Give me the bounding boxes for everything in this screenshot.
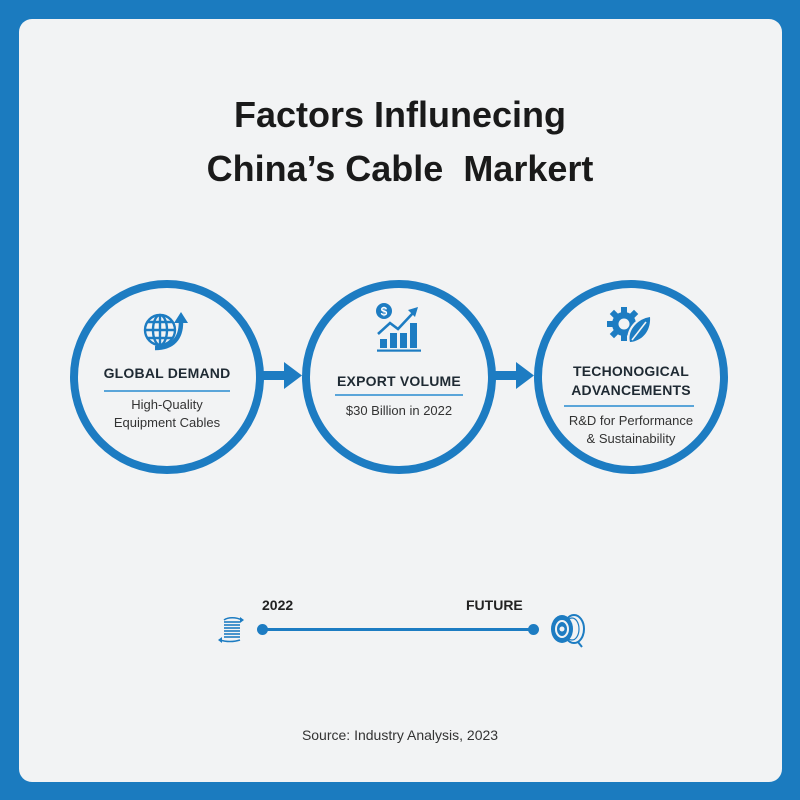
- factor-circle-technological-advancements: TECHONOGICAL ADVANCEMENTS R&D for Perfor…: [534, 280, 728, 474]
- cable-coil-icon: [218, 616, 244, 643]
- factor-subtitle-line-2: Equipment Cables: [113, 415, 221, 430]
- factor-subtitle-line-2: & Sustainability: [586, 431, 676, 446]
- title-line-1: Factors Influnecing: [233, 94, 567, 135]
- factor-heading-line-2: ADVANCEMENTS: [571, 382, 691, 398]
- globe-growth-arrow-icon: [143, 312, 188, 351]
- timeline-line: [262, 628, 534, 631]
- source-caption: Source: Industry Analysis, 2023: [301, 727, 499, 743]
- divider: [564, 405, 694, 407]
- gear-leaf-icon: [607, 307, 653, 344]
- svg-text:$: $: [381, 305, 388, 319]
- divider: [335, 394, 463, 396]
- dollar-bar-chart-growth-icon: $: [376, 303, 421, 352]
- divider: [104, 390, 230, 392]
- timeline-end-dot: [528, 624, 539, 635]
- timeline-start-dot: [257, 624, 268, 635]
- factor-subtitle-line-1: R&D for Performance: [568, 413, 694, 428]
- timeline-end-label: FUTURE: [466, 597, 523, 613]
- factor-heading: TECHONOGICAL: [573, 363, 689, 379]
- factor-subtitle-line-1: $30 Billion in 2022: [345, 403, 453, 418]
- factor-circle-export-volume: $ EXPORT VOLUME $30 Billion in 2022: [302, 280, 496, 474]
- factor-subtitle-line-1: High-Quality: [131, 397, 203, 412]
- title-line-2: China’s Cable Markert: [206, 148, 594, 189]
- factor-heading: EXPORT VOLUME: [337, 373, 461, 389]
- factor-circle-global-demand: GLOBAL DEMAND High-Quality Equipment Cab…: [70, 280, 264, 474]
- flow-arrow-icon: [490, 362, 534, 389]
- flow-arrow-icon: [258, 362, 302, 389]
- cable-reel-icon: [551, 614, 585, 648]
- timeline-start-label: 2022: [262, 597, 294, 613]
- page-title: Factors Influnecing China’s Cable Marker…: [0, 88, 800, 196]
- factor-heading: GLOBAL DEMAND: [103, 365, 231, 381]
